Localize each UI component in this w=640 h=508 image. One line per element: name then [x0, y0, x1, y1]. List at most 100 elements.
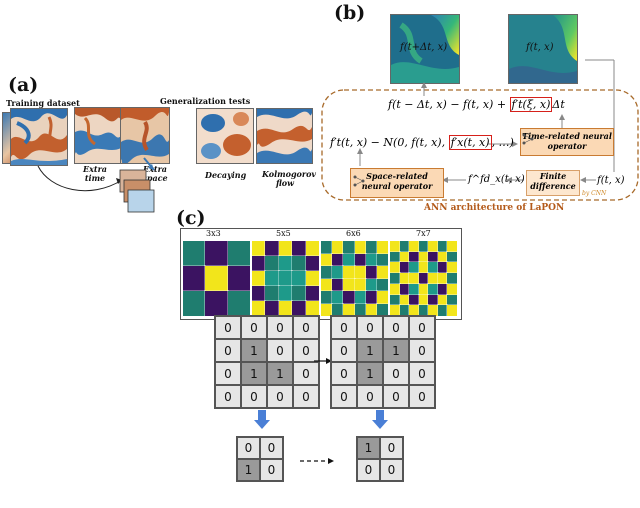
grid-cell: 1 — [358, 438, 379, 458]
turbulence-field-decaying — [197, 109, 253, 163]
kernel-cell — [408, 282, 420, 296]
decaying-image — [196, 108, 254, 164]
kernel-cell — [398, 272, 411, 285]
mid-equation-post: , …) — [491, 136, 514, 149]
kernel-cell — [291, 240, 307, 257]
kernel-cell — [342, 252, 356, 267]
kernel-cell — [408, 261, 420, 275]
grid-cell: 0 — [242, 317, 266, 338]
turbulence-field-extra-time — [75, 108, 121, 163]
kernel-cell — [436, 261, 449, 275]
panel-b-letter: (b) — [334, 2, 366, 24]
kernel-cell — [389, 250, 401, 264]
panel-a-letter: (a) — [8, 74, 39, 96]
kernel-cell — [436, 282, 449, 296]
kernel-cell — [375, 290, 390, 305]
kernel-7x7 — [389, 240, 458, 317]
kernel-cell — [319, 277, 334, 292]
kernel-cell — [264, 285, 280, 302]
kernel-cell — [353, 240, 367, 255]
kernel-cell — [204, 290, 229, 317]
kernel-cell — [364, 290, 378, 305]
kernel-cell — [389, 272, 401, 285]
time-neural-operator-label: Time-related neural operator — [522, 131, 612, 151]
grid-cell: 0 — [216, 317, 240, 338]
kernel-cell — [417, 240, 430, 253]
kernel-cell — [319, 240, 334, 255]
kernel-cell — [304, 270, 321, 287]
kernel-cell — [331, 265, 345, 280]
kernel-cell — [375, 240, 390, 255]
grid-cell: 0 — [332, 386, 356, 407]
kernel-cell — [375, 302, 390, 317]
kernel-cell — [264, 270, 280, 287]
kernel-6x6 — [319, 240, 390, 317]
grid-cell: 0 — [238, 438, 259, 458]
kernel-cell — [353, 277, 367, 292]
grid-cell: 0 — [410, 363, 434, 384]
kernel-cell — [436, 293, 449, 307]
kernel-cell — [408, 293, 420, 307]
dashed-right-arrow — [300, 458, 334, 464]
kernel-cell — [398, 250, 411, 264]
kernel-cell — [353, 252, 367, 267]
kernel-cell — [342, 277, 356, 292]
kernel-cell — [389, 261, 401, 275]
kernel-cell — [436, 272, 449, 285]
extra-time-label: Extra time — [83, 164, 107, 183]
kernel-cell — [250, 285, 267, 302]
kernel-cell — [250, 270, 267, 287]
kernel-cell — [446, 250, 458, 264]
kernel-cell — [375, 265, 390, 280]
kernel-cell — [331, 290, 345, 305]
kernel-cell — [304, 300, 321, 317]
grid-cell: 1 — [358, 340, 382, 361]
turbulence-field-kolmogorov — [257, 109, 312, 163]
network-icon-time — [522, 133, 534, 145]
kernel-cell — [304, 240, 321, 257]
top-equation-box: f′t(ξ, x) — [509, 97, 553, 112]
kernel-cell — [364, 302, 378, 317]
kernel-3x3 — [181, 240, 252, 317]
grid-cell: 0 — [268, 386, 292, 407]
kernel-cell — [319, 302, 334, 317]
scalar-field-next — [391, 15, 459, 83]
extra-space-label: Extra space — [142, 164, 168, 183]
turbulence-field-extra-space — [121, 108, 169, 163]
training-dataset-label: Training dataset — [6, 98, 80, 108]
panel-c-letter: (c) — [176, 207, 206, 229]
kolmogorov-label: Kolmogorov flow — [262, 169, 317, 188]
kernel-cell — [436, 240, 449, 253]
turbulence-field-training — [11, 109, 67, 165]
kernel-cell — [250, 240, 267, 257]
kernel-cell — [408, 250, 420, 264]
field-image-next — [390, 14, 460, 84]
grid-cell: 0 — [358, 460, 379, 480]
top-equation: f(t − Δt, x) − f(t, x) + f′t(ξ, x)Δt — [388, 97, 565, 112]
kernel-cell — [417, 261, 430, 275]
grid-cell: 0 — [410, 317, 434, 338]
grid-cell: 0 — [384, 363, 408, 384]
kernel-cell — [408, 304, 420, 317]
grid-cell: 0 — [261, 438, 282, 458]
grid-cell: 0 — [268, 340, 292, 361]
kernel-cell — [250, 255, 267, 272]
kernel-cell — [389, 282, 401, 296]
kernel-cell — [446, 240, 458, 253]
kernel-cell — [204, 240, 229, 267]
down-arrow-left-icon — [254, 410, 270, 429]
finite-difference-box: Finite difference — [526, 170, 580, 196]
time-neural-operator-box: Time-related neural operator — [520, 128, 614, 156]
kernel-cell — [446, 304, 458, 317]
kernel-cell — [181, 290, 207, 317]
f-input-label: f(t, x) — [597, 175, 625, 186]
kernel-cell — [353, 265, 367, 280]
network-icon-space — [353, 175, 365, 187]
grid-cell: 0 — [332, 363, 356, 384]
kernel-cell — [277, 270, 294, 287]
kernel-cell — [291, 255, 307, 272]
finite-difference-label: Finite difference — [530, 171, 576, 191]
kernel-cell — [375, 277, 390, 292]
